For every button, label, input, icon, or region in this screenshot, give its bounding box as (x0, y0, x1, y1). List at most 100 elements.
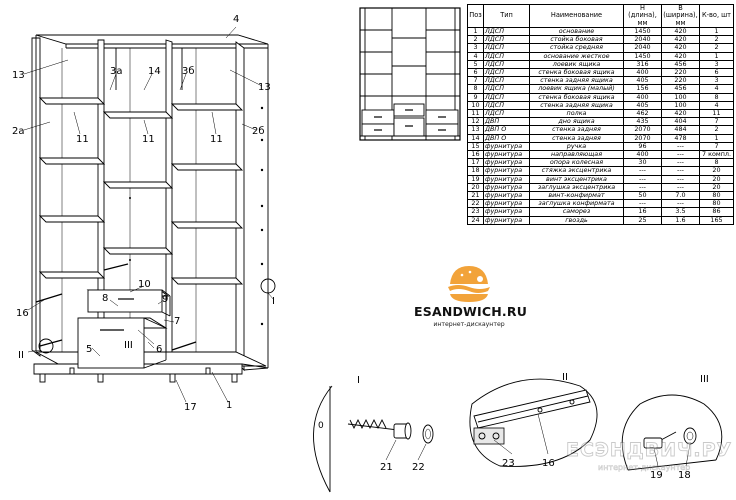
screw-marks (129, 106, 264, 326)
col-header-type: Тип (483, 4, 530, 28)
cell-qty: 20 (699, 174, 734, 184)
cell-name: дно ящика (529, 117, 624, 127)
cell-name: стойка боковая (529, 35, 624, 45)
cell-length: 2070 (623, 125, 662, 135)
brand-logo: ESANDWICH.RU интернет-дискаунтер (414, 258, 527, 338)
callout-2a: 2а (12, 126, 25, 137)
cell-name: стенка задняя (529, 125, 624, 135)
cell-width: 7.0 (661, 191, 700, 201)
cell-type: ДВП (483, 117, 530, 127)
cell-pos: 15 (467, 141, 484, 152)
cell-name: лоевик ящика (529, 59, 624, 70)
leader-lines (23, 26, 275, 403)
cell-length: 16 (623, 207, 662, 217)
cell-pos: 7 (467, 76, 484, 86)
cell-pos: 19 (467, 174, 484, 184)
top-panel (35, 34, 269, 45)
cell-length: 1450 (623, 26, 662, 37)
callout-18: 18 (678, 470, 691, 481)
cell-width: --- (661, 141, 700, 152)
cell-pos: 24 (467, 215, 484, 225)
cell-length: --- (623, 199, 662, 209)
cell-width: 420 (661, 35, 700, 45)
cell-type: ЛДСП (483, 35, 530, 45)
callout-11-right: 11 (210, 134, 223, 145)
cell-qty: 2 (699, 43, 734, 53)
cell-qty: 1 (699, 51, 734, 61)
brand-tagline: интернет-дискаунтер (433, 321, 505, 328)
cell-qty: 3 (699, 76, 734, 86)
callout-I: I (272, 296, 275, 307)
cell-name: саморез (529, 207, 624, 217)
cell-length: --- (623, 166, 662, 176)
callout-11-left: 11 (76, 134, 89, 145)
cell-type: фурнитура (483, 174, 530, 184)
cell-pos: 3 (467, 43, 484, 53)
cell-name: ручка (529, 141, 624, 152)
cell-pos: 16 (467, 150, 484, 160)
callout-6: 6 (156, 344, 162, 355)
cell-length: 30 (623, 158, 662, 168)
cell-width: 220 (661, 68, 700, 78)
cell-name: лоевик ящика (малый) (529, 84, 624, 94)
detail-III: III 19 18 (621, 374, 723, 481)
cell-type: фурнитура (483, 191, 530, 201)
cell-pos: 5 (467, 59, 484, 70)
cell-length: 400 (623, 150, 662, 160)
cell-pos: 12 (467, 117, 484, 127)
cell-length: 400 (623, 92, 662, 102)
front-view-thumbnail (359, 7, 461, 141)
cell-pos: 4 (467, 51, 484, 61)
cell-pos: 18 (467, 166, 484, 176)
cell-qty: 6 (699, 68, 734, 78)
col-header-qty: К-во, шт (699, 4, 734, 28)
cell-width: 100 (661, 100, 700, 111)
cell-pos: 1 (467, 26, 484, 37)
cell-length: 316 (623, 59, 662, 70)
cell-type: ДВП О (483, 125, 530, 135)
cell-width: --- (661, 158, 700, 168)
cell-width: 420 (661, 26, 700, 37)
middle-upright-right (165, 39, 173, 361)
cell-length: 405 (623, 100, 662, 111)
cell-length: --- (623, 182, 662, 193)
cell-qty: 7 (699, 117, 734, 127)
callout-1: 1 (226, 400, 232, 411)
cell-length: 2040 (623, 35, 662, 45)
cell-name: стенка боковая ящика (529, 92, 624, 102)
cell-qty: 2 (699, 35, 734, 45)
small-drawer (86, 289, 171, 317)
cell-qty: 3 (699, 59, 734, 70)
cell-qty: 8 (699, 158, 734, 168)
cell-pos: 11 (467, 109, 484, 119)
caster-wheels (39, 367, 238, 383)
cell-type: фурнитура (483, 215, 530, 225)
cell-type: фурнитура (483, 207, 530, 217)
callout-16: 16 (16, 308, 29, 319)
cell-width: 456 (661, 59, 700, 70)
col-header-name: Наименование (529, 4, 624, 28)
cell-type: ЛДСП (483, 59, 530, 70)
cell-length: 1450 (623, 51, 662, 61)
cell-width: 3.5 (661, 207, 700, 217)
cell-name: стенка боковая ящика (529, 68, 624, 78)
cell-type: фурнитура (483, 158, 530, 168)
cell-width: 220 (661, 76, 700, 86)
cell-type: фурнитура (483, 199, 530, 209)
detail-II: II 23 16 (469, 372, 598, 469)
cell-name: заглушка эксцентрика (529, 182, 624, 193)
callout-7: 7 (174, 316, 180, 327)
cell-pos: 6 (467, 68, 484, 78)
cell-name: гвоздь (529, 215, 624, 225)
cell-qty: 80 (699, 191, 734, 201)
callout-13-left: 13 (12, 70, 25, 81)
callouts: 4 13 2а 3а 14 3б 13 2б 11 11 11 10 8 9 1… (12, 14, 275, 413)
cell-name: стенка задняя ящика (529, 76, 624, 86)
